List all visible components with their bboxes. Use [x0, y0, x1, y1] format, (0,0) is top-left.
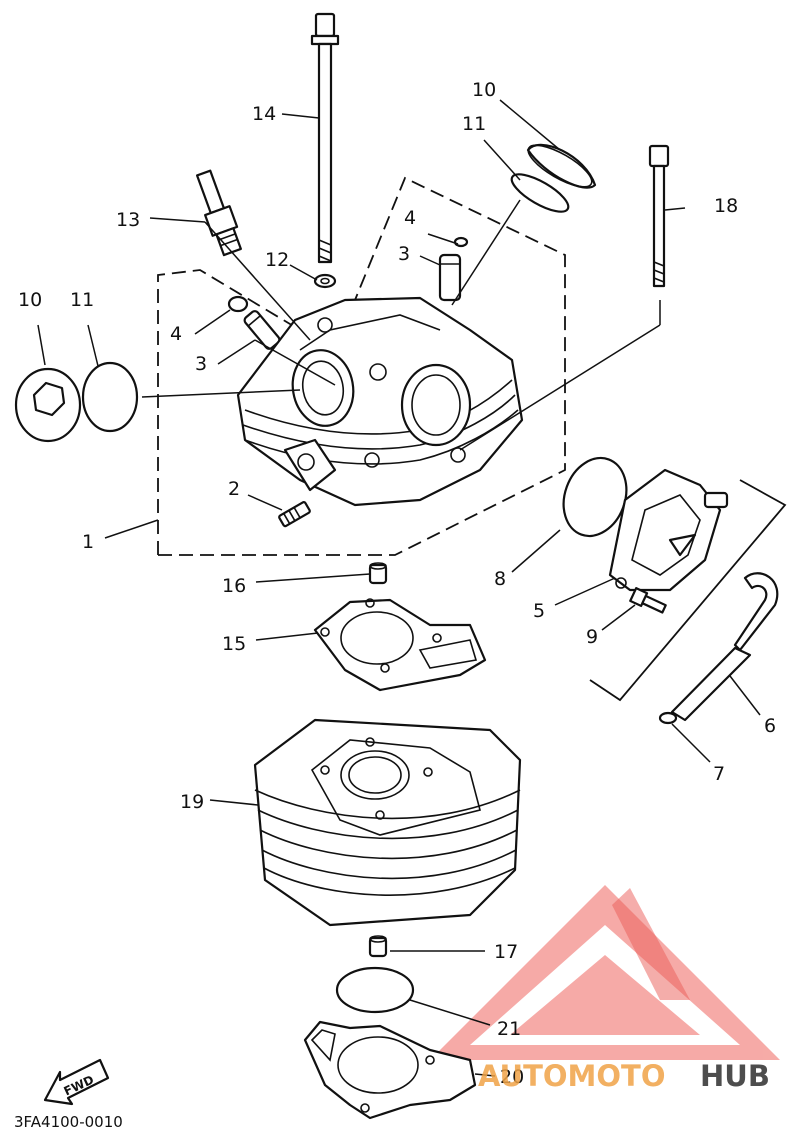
watermark-text-1: AUTOMOTO: [478, 1059, 665, 1093]
callout-3-left: 3: [195, 353, 207, 375]
callout-4-right: 4: [404, 207, 416, 229]
callout-labels: 14 12 13 10 11 18 4 3 4 3 10 11 2 1 16 1…: [18, 79, 776, 1088]
watermark-logo: [430, 885, 780, 1060]
cylinder-19: [253, 718, 522, 927]
callout-14: 13: [116, 209, 140, 231]
tappet-cap-10-right: [526, 143, 597, 189]
callout-7: 7: [713, 763, 725, 785]
o-ring-11-left: [81, 361, 139, 433]
hose-6: [670, 572, 779, 722]
callout-18: 18: [714, 195, 738, 217]
head-bolt-13: [310, 12, 340, 264]
callout-13: 14: [252, 103, 276, 125]
tappet-cap-10-left: [14, 367, 82, 443]
callout-20: 20: [500, 1066, 524, 1088]
head-gasket-15: [313, 598, 487, 692]
spark-plug-14: [195, 169, 242, 257]
callout-11-top: 11: [462, 113, 486, 135]
assembly-outline-breather: [589, 479, 787, 702]
callout-11-left: 11: [70, 289, 94, 311]
callout-6: 6: [764, 715, 776, 737]
diagram-code: 3FA4100-0010: [14, 1113, 123, 1131]
cover-5: [608, 468, 729, 592]
dowel-pin-17: [368, 935, 388, 958]
callout-8: 8: [494, 568, 506, 590]
callout-16: 16: [222, 575, 246, 597]
washer-12: [313, 273, 337, 289]
watermark-text-2: HUB: [700, 1059, 770, 1093]
callout-4-left: 4: [170, 323, 182, 345]
bolt-9: [629, 587, 667, 614]
o-ring-21: [335, 966, 415, 1014]
clip-4-left: [227, 295, 249, 313]
fwd-arrow-icon: FWD: [43, 1058, 110, 1106]
callout-12: 12: [265, 249, 289, 271]
callout-19: 19: [180, 791, 204, 813]
assembly-outline-head: [157, 176, 566, 556]
callout-2: 2: [228, 478, 240, 500]
dowel-pin-16: [368, 562, 388, 585]
callout-5: 5: [533, 600, 545, 622]
watermark-wordmark: AUTOMOTO HUB: [478, 1059, 770, 1093]
cylinder-head-1: [236, 296, 524, 507]
callout-15: 15: [222, 633, 246, 655]
valve-guide-3-right: [438, 253, 462, 302]
callout-9: 9: [586, 626, 598, 648]
callout-3-right: 3: [398, 243, 410, 265]
callout-10-top: 10: [472, 79, 496, 101]
leader-lines: [37, 99, 761, 1077]
o-ring-11-right: [510, 173, 570, 213]
callout-21: 21: [497, 1018, 521, 1040]
bolt-18: [648, 144, 670, 288]
clamp-7: [658, 711, 678, 725]
clip-4-right: [453, 236, 469, 248]
base-gasket-20: [303, 1020, 477, 1120]
stud-bolt-2: [278, 501, 311, 528]
callout-10-left: 10: [18, 289, 42, 311]
callout-1: 1: [82, 531, 94, 553]
callout-17: 17: [494, 941, 518, 963]
